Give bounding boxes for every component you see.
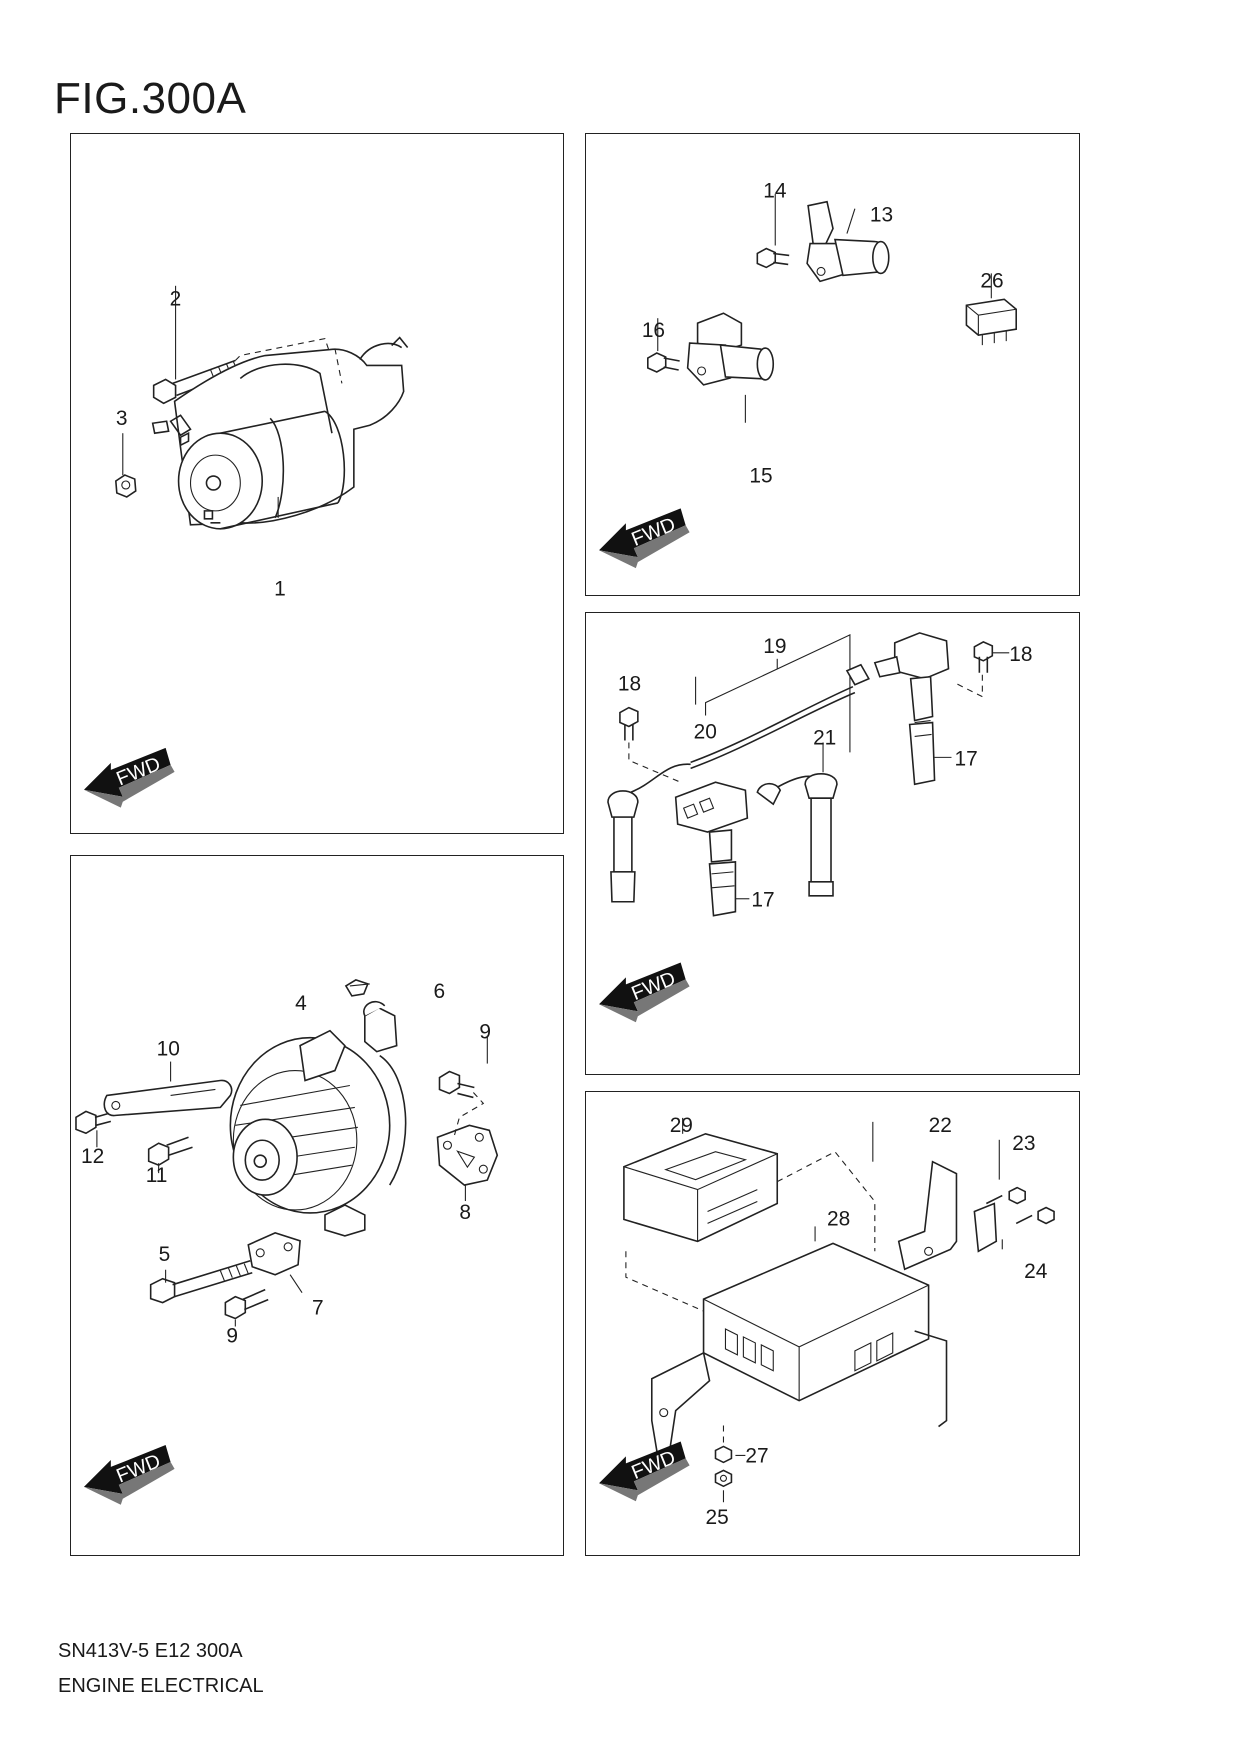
callout-21: 21 [813, 726, 836, 749]
bolt-part-27 [714, 1445, 733, 1464]
bracket-part-22 [897, 1160, 958, 1271]
alternator-drawing: 6 4 9 10 12 11 8 5 7 9 FWD [75, 979, 499, 1505]
panel-alternator: 6 4 9 10 12 11 8 5 7 9 FWD [70, 855, 564, 1556]
callout-9-lower: 9 [226, 1324, 238, 1347]
ignition-drawing: 19 18 18 20 21 17 17 FWD [599, 632, 1032, 1023]
coil-part-17-lower [674, 781, 749, 917]
bolt-part-24 [1015, 1206, 1055, 1225]
callout-24: 24 [1024, 1260, 1047, 1283]
bracket-lower [650, 1351, 711, 1458]
panel-starter-motor: 2 3 1 FWD [70, 133, 564, 834]
starter-motor-drawing: 2 3 1 FWD [83, 285, 409, 808]
callout-27: 27 [745, 1444, 768, 1467]
bolt-part-16 [647, 352, 680, 373]
figure-title: FIG.300A [54, 74, 247, 123]
callout-12: 12 [81, 1145, 104, 1168]
bolt-part-12 [75, 1110, 112, 1135]
callout-22: 22 [929, 1114, 952, 1137]
bolt-part-9-upper [438, 1070, 475, 1099]
ecm-drawing: 29 22 23 28 24 27 25 FWD [599, 1114, 1055, 1529]
callout-19: 19 [763, 635, 786, 658]
callout-2: 2 [170, 288, 182, 311]
callout-5: 5 [159, 1243, 171, 1266]
callout-17-upper: 17 [954, 747, 977, 770]
callout-26: 26 [980, 269, 1003, 292]
coil-part-17-upper [873, 632, 950, 786]
clip-part-6 [344, 979, 369, 997]
callout-18-left: 18 [618, 673, 641, 696]
bolt-part-11 [147, 1136, 193, 1167]
callout-25: 25 [706, 1506, 729, 1529]
bracket-part-24 [973, 1202, 998, 1253]
callout-13: 13 [870, 204, 893, 227]
relay-part-26 [965, 298, 1017, 346]
alternator-part-4 [229, 1000, 407, 1237]
sensor-part-15 [686, 312, 775, 386]
bolt-part-14 [756, 247, 790, 269]
callout-6: 6 [434, 980, 446, 1003]
footer-group: ENGINE ELECTRICAL [58, 1675, 264, 1697]
callout-29: 29 [670, 1114, 693, 1137]
sensor-part-13 [806, 200, 890, 283]
panel-ignition: 19 18 18 20 21 17 17 FWD [585, 612, 1080, 1075]
ecu-part-28 [702, 1242, 948, 1428]
callout-8: 8 [459, 1201, 471, 1224]
panel-ecm: 29 22 23 28 24 27 25 FWD [585, 1091, 1080, 1556]
footer-code: SN413V-5 E12 300A [58, 1640, 243, 1662]
callout-10: 10 [157, 1038, 180, 1061]
fwd-arrow-icon: FWD [83, 1445, 175, 1505]
plug-cord-left [607, 763, 691, 903]
cover-part-29 [623, 1132, 779, 1243]
callout-3: 3 [116, 407, 128, 430]
bolt-part-5 [149, 1260, 253, 1304]
starter-motor-part-1 [151, 336, 409, 530]
callout-17-lower: 17 [751, 889, 774, 912]
bolt-part-18-right [973, 640, 994, 673]
callout-9-upper: 9 [479, 1021, 491, 1044]
brace-part-10 [103, 1079, 233, 1117]
fwd-arrow-icon: FWD [599, 508, 690, 569]
nut-part-25 [714, 1469, 733, 1488]
sensors-drawing: 14 13 26 16 15 FWD [599, 180, 1017, 569]
callout-7: 7 [312, 1297, 324, 1320]
callout-1: 1 [274, 578, 286, 601]
fwd-arrow-icon: FWD [599, 1441, 690, 1502]
callout-15: 15 [749, 464, 772, 487]
fwd-arrow-icon: FWD [599, 962, 690, 1023]
bracket-part-7 [247, 1232, 301, 1276]
callout-16: 16 [642, 319, 665, 342]
callout-18-right: 18 [1009, 643, 1032, 666]
callout-20: 20 [694, 720, 717, 743]
plug-cord-part-21 [756, 773, 838, 897]
bolt-part-23 [985, 1186, 1026, 1205]
callout-23: 23 [1012, 1132, 1035, 1155]
callout-4: 4 [295, 992, 307, 1015]
nut-part-3 [114, 474, 137, 498]
bolt-part-9-lower [224, 1288, 269, 1320]
callout-28: 28 [827, 1207, 850, 1230]
fwd-arrow-icon: FWD [83, 747, 175, 808]
bracket-part-8 [436, 1124, 499, 1186]
panel-sensors: 14 13 26 16 15 FWD [585, 133, 1080, 596]
callout-11: 11 [146, 1164, 168, 1187]
bolt-part-18-left [619, 706, 639, 741]
cap-part-20 [845, 663, 870, 686]
callout-14: 14 [763, 180, 786, 203]
